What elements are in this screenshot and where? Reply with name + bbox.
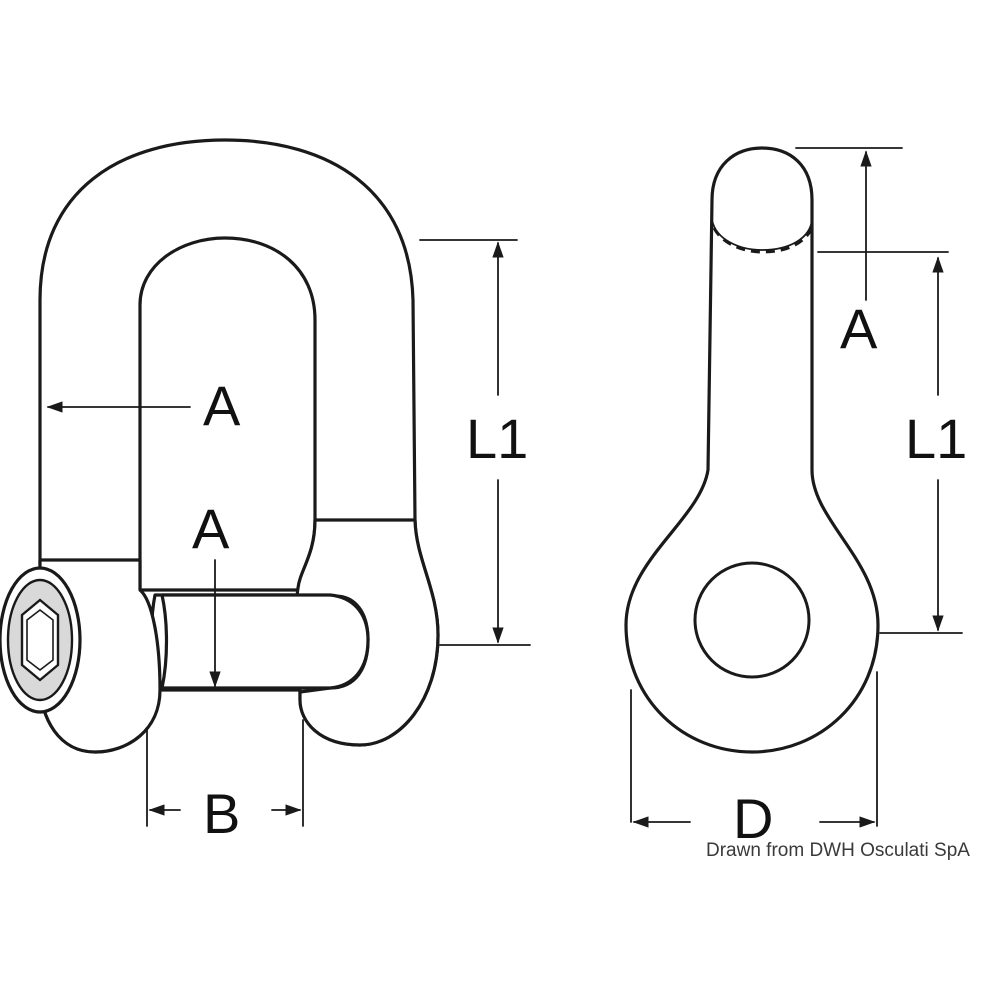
side-view-outline	[624, 146, 880, 754]
shackle-front-view: A A L1 B	[0, 138, 531, 845]
dim-a-inner-label: A	[192, 497, 230, 560]
hex-bolt-icon	[0, 566, 82, 714]
shackle-pin-visible	[160, 593, 370, 690]
dim-a-outer-label: A	[203, 374, 241, 437]
side-view-top-cap	[711, 219, 813, 251]
side-dim-l1-label: L1	[905, 407, 967, 470]
side-view-eye-hole	[693, 561, 811, 679]
dim-l1-label: L1	[466, 407, 528, 470]
side-dim-a-label: A	[840, 297, 878, 360]
shackle-side-view: A L1 D	[624, 146, 967, 850]
dim-b-label: B	[203, 782, 240, 845]
side-view-hidden-edge	[712, 227, 814, 254]
drawing-credit: Drawn from DWH Osculati SpA	[706, 840, 970, 861]
side-dim-d-label: D	[733, 787, 773, 850]
